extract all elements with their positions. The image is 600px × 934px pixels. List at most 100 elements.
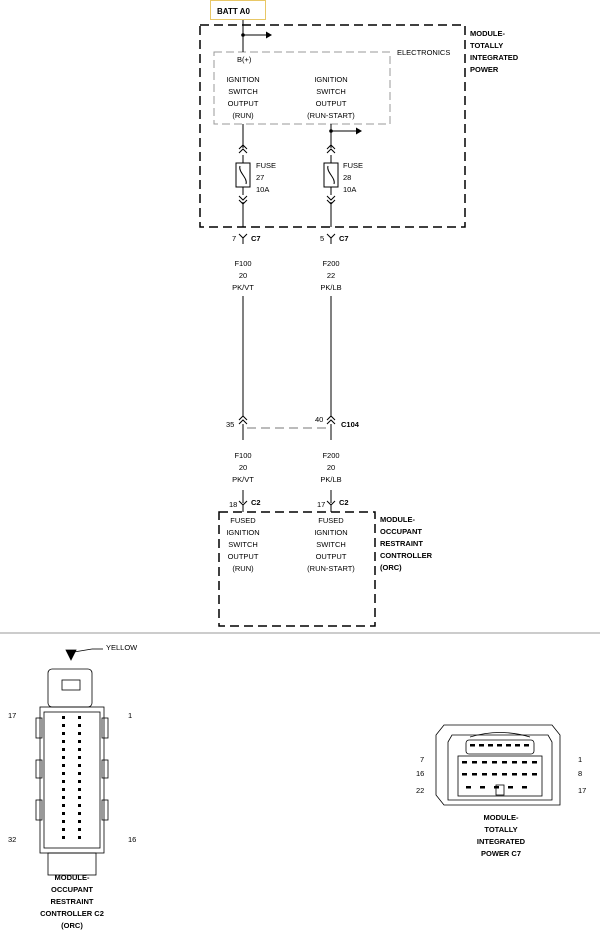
c7-pin-cavity bbox=[522, 761, 527, 764]
c2-pin-cavity bbox=[62, 764, 65, 767]
c2-pin-1: 1 bbox=[128, 711, 133, 720]
c7-pin-cavity bbox=[482, 773, 487, 776]
c7-face-pin-16: 16 bbox=[416, 769, 425, 778]
c2-pin-cavity bbox=[62, 748, 65, 751]
c2-left-pin: 18 bbox=[229, 500, 238, 509]
c2-pin-cavity bbox=[62, 820, 65, 823]
c7-pin-cavity bbox=[480, 786, 485, 789]
c7-pin-cavity bbox=[532, 773, 537, 776]
c7-pin-cavity bbox=[479, 744, 484, 747]
c2-pin-17: 17 bbox=[8, 711, 17, 720]
c7-pin-cavity bbox=[508, 786, 513, 789]
c2-left-conn: C2 bbox=[251, 498, 261, 507]
c2-pin-cavity bbox=[78, 748, 81, 751]
c2-pin-cavity bbox=[78, 732, 81, 735]
c7-pin-cavity bbox=[492, 761, 497, 764]
c7-face-pin-8: 8 bbox=[578, 769, 583, 778]
c7-pin-cavity bbox=[506, 744, 511, 747]
c2-pin-cavity bbox=[78, 740, 81, 743]
bplus-label: B(+) bbox=[237, 55, 252, 64]
c2-pin-cavity bbox=[62, 812, 65, 815]
c104-symbols bbox=[238, 415, 336, 440]
c2-pin-cavity bbox=[78, 764, 81, 767]
c2-pin-cavity bbox=[78, 804, 81, 807]
c2-pin-cavity bbox=[62, 772, 65, 775]
c7-left-pin: 7 bbox=[232, 234, 237, 243]
c2-pin-cavity bbox=[78, 836, 81, 839]
c2-pin-cavity bbox=[78, 820, 81, 823]
c2-pin-cavity bbox=[78, 828, 81, 831]
electronics-box bbox=[213, 51, 391, 125]
c7-pin-cavity bbox=[522, 773, 527, 776]
c7-pin-cavity bbox=[472, 761, 477, 764]
tipm-module-outline bbox=[199, 24, 466, 228]
c2-pin-cavity bbox=[78, 780, 81, 783]
electronics-label: ELECTRONICS bbox=[397, 48, 451, 57]
c7-connector-face bbox=[435, 724, 561, 806]
c7-pin-cavity bbox=[502, 761, 507, 764]
c7-pin-cavity bbox=[512, 773, 517, 776]
c7-face-pin-22: 22 bbox=[416, 786, 425, 795]
c7-pin-cavity bbox=[532, 761, 537, 764]
c7-face-pin-17: 17 bbox=[578, 786, 587, 795]
c2-pin-cavity bbox=[62, 724, 65, 727]
c2-pin-cavity bbox=[78, 796, 81, 799]
c7-pin-cavity bbox=[470, 744, 475, 747]
c7-right-conn: C7 bbox=[339, 234, 349, 243]
c7-pin-cavity bbox=[512, 761, 517, 764]
c7-face-pin-7: 7 bbox=[420, 755, 425, 764]
c7-pin-cavity bbox=[497, 744, 502, 747]
c7-symbols bbox=[238, 233, 336, 244]
arrow-right-icon bbox=[356, 127, 362, 135]
c2-pin-cavity bbox=[62, 780, 65, 783]
c2-right-pin: 17 bbox=[317, 500, 326, 509]
c7-pin-cavity bbox=[466, 786, 471, 789]
c2-pin-cavity bbox=[78, 812, 81, 815]
c7-pin-cavity bbox=[488, 744, 493, 747]
c104-left-pin: 35 bbox=[226, 420, 235, 429]
c7-pin-cavity bbox=[502, 773, 507, 776]
c7-pin-cavity bbox=[482, 761, 487, 764]
c7-pin-cavity bbox=[462, 773, 467, 776]
c7-pin-cavity bbox=[462, 761, 467, 764]
c104-right-pin: 40 bbox=[315, 415, 324, 424]
c2-right-conn: C2 bbox=[339, 498, 349, 507]
c2-pin-32: 32 bbox=[8, 835, 17, 844]
c2-color-label: YELLOW bbox=[106, 643, 138, 652]
c7-pin-cavity bbox=[492, 773, 497, 776]
c2-pin-16: 16 bbox=[128, 835, 137, 844]
c7-pin-cavity bbox=[522, 786, 527, 789]
c7-left-conn: C7 bbox=[251, 234, 261, 243]
c7-pin-cavity bbox=[494, 786, 499, 789]
c2-pin-cavity bbox=[78, 772, 81, 775]
c2-pin-cavity bbox=[62, 732, 65, 735]
c7-pin-cavity bbox=[515, 744, 520, 747]
c7-face-pin-1: 1 bbox=[578, 755, 583, 764]
c7-pin-cavity bbox=[524, 744, 529, 747]
c7-pin-cavity bbox=[472, 773, 477, 776]
c2-pin-cavity bbox=[62, 716, 65, 719]
arrow-right-icon bbox=[266, 31, 272, 39]
c2-pin-cavity bbox=[62, 796, 65, 799]
c2-pin-cavity bbox=[62, 828, 65, 831]
c2-pin-cavity bbox=[78, 788, 81, 791]
c2-pin-cavity bbox=[78, 756, 81, 759]
c2-pin-cavity bbox=[62, 756, 65, 759]
c2-symbols bbox=[238, 500, 336, 512]
batt-label: BATT A0 bbox=[210, 0, 266, 20]
c2-pin-cavity bbox=[62, 804, 65, 807]
c2-pin-cavity bbox=[62, 740, 65, 743]
